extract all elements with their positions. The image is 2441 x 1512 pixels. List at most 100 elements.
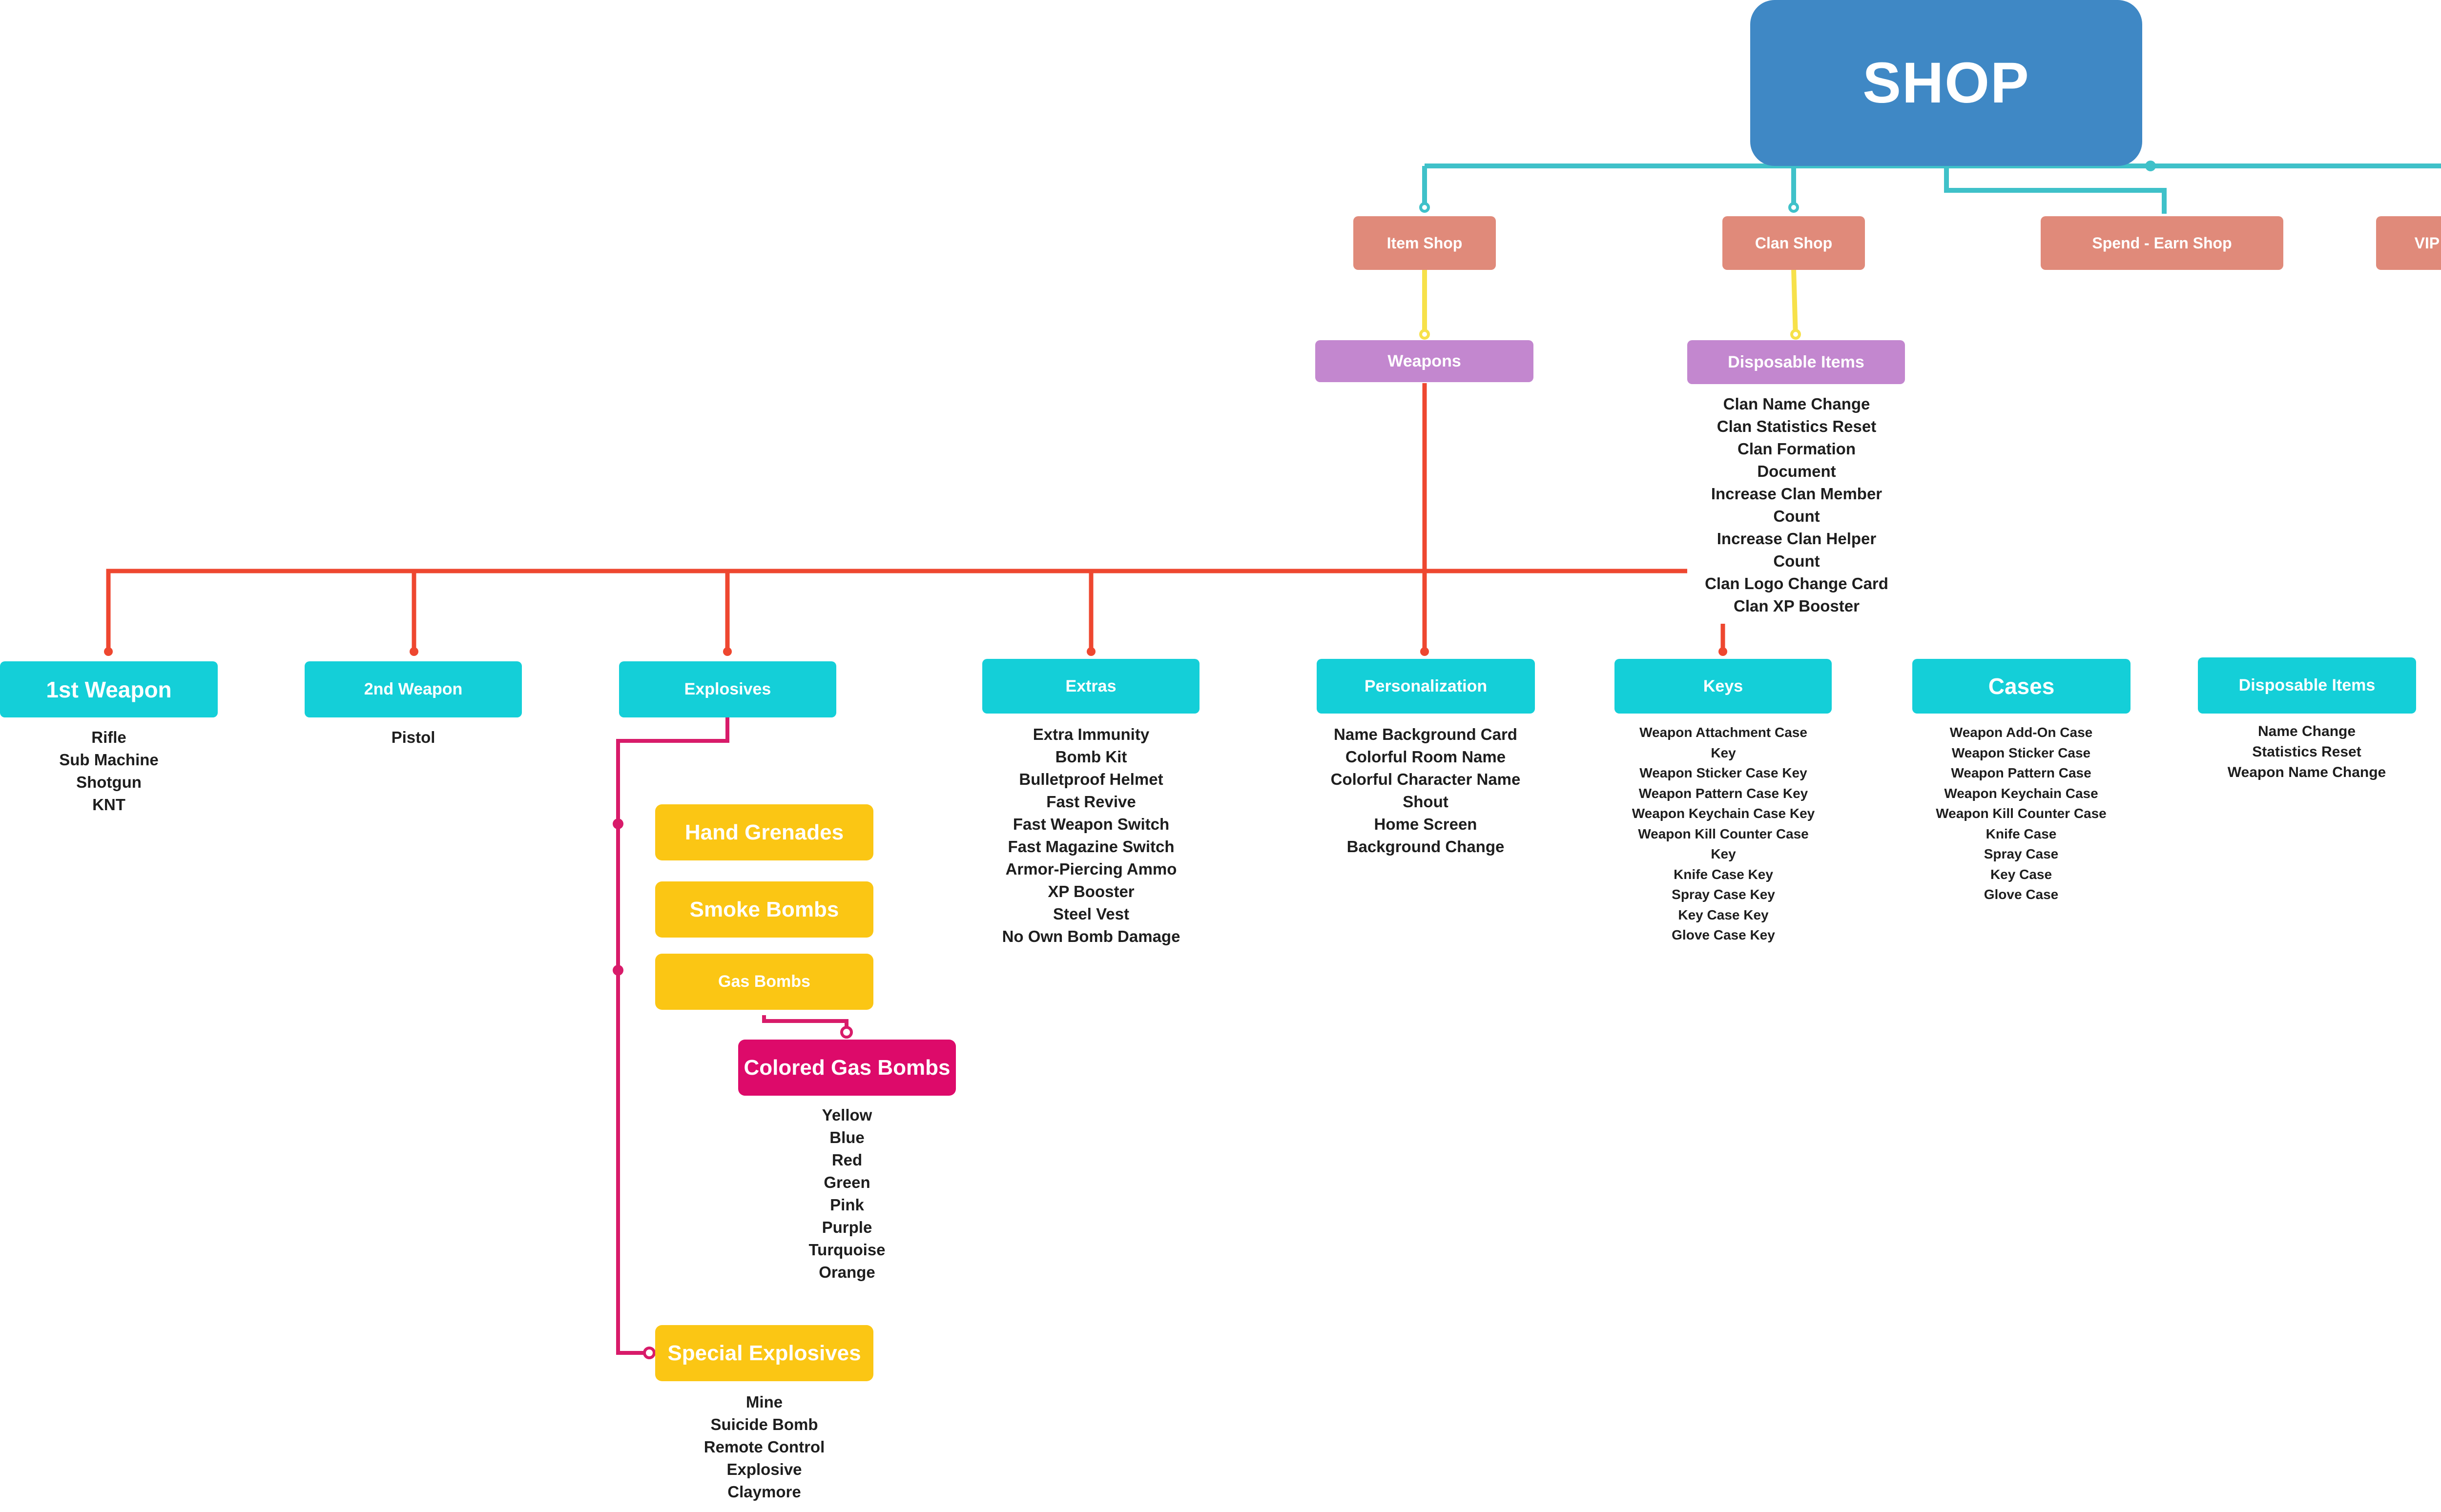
clan-shop-node[interactable]: Clan Shop	[1722, 216, 1865, 270]
first-weapon-list: Rifle Sub Machine Shotgun KNT	[0, 726, 218, 816]
yellow-connector-dots	[1419, 329, 1801, 340]
clan-disposable-items-node[interactable]: Disposable Items	[1687, 340, 1905, 384]
list-item: Weapon Attachment Case	[1639, 725, 1807, 740]
list-item: Suicide Bomb	[710, 1415, 818, 1433]
keys-list: Weapon Attachment Case Key Weapon Sticke…	[1596, 722, 1850, 945]
list-item: Increase Clan Member	[1711, 485, 1882, 503]
special-explosives-list: Mine Suicide Bomb Remote Control Explosi…	[655, 1391, 873, 1503]
list-item: Statistics Reset	[2252, 744, 2361, 760]
list-item: Weapon Add-On Case	[1949, 725, 2093, 740]
red-connectors	[106, 383, 1725, 649]
list-item: No Own Bomb Damage	[1002, 927, 1180, 945]
list-item: Weapon Pattern Case	[1951, 765, 2091, 780]
second-weapon-node[interactable]: 2nd Weapon	[305, 661, 522, 717]
list-item: Background Change	[1346, 838, 1505, 856]
list-item: Shotgun	[76, 773, 142, 791]
disposable-items-node[interactable]: Disposable Items	[2198, 657, 2416, 714]
cases-list: Weapon Add-On Case Weapon Sticker Case W…	[1894, 722, 2148, 905]
list-item: Bomb Kit	[1055, 748, 1127, 766]
list-item: Green	[824, 1173, 870, 1191]
list-item: Mine	[745, 1393, 783, 1411]
list-item: Pistol	[391, 728, 435, 746]
gas-bombs-node[interactable]: Gas Bombs	[655, 954, 873, 1010]
list-item: Weapon Keychain Case Key	[1632, 806, 1815, 821]
list-item: Key	[1711, 745, 1736, 760]
weapons-node[interactable]: Weapons	[1315, 340, 1533, 382]
list-item: Red	[831, 1151, 863, 1169]
second-weapon-list: Pistol	[305, 726, 522, 749]
list-item: Clan Statistics Reset	[1717, 417, 1877, 435]
list-item: Turquoise	[808, 1241, 886, 1259]
list-item: Colorful Room Name	[1345, 748, 1506, 766]
list-item: Weapon Keychain Case	[1944, 785, 2098, 801]
teal-connectors	[1422, 163, 2441, 214]
personalization-node[interactable]: Personalization	[1317, 659, 1535, 714]
clan-disposable-items-list: Clan Name Change Clan Statistics Reset C…	[1679, 393, 1914, 617]
list-item: Count	[1773, 507, 1820, 525]
list-item: Yellow	[822, 1106, 872, 1124]
list-item: Increase Clan Helper	[1717, 530, 1877, 548]
list-item: Key	[1711, 846, 1736, 861]
shop-root-node[interactable]: SHOP	[1750, 0, 2142, 166]
extras-list: Extra Immunity Bomb Kit Bulletproof Helm…	[967, 723, 1216, 948]
list-item: Glove Case Key	[1672, 927, 1775, 942]
list-item: Sub Machine	[59, 751, 159, 769]
list-item: Glove Case	[1984, 887, 2059, 902]
yellow-connectors	[1422, 268, 1798, 338]
magenta-connector-dots	[613, 818, 853, 1359]
list-item: Weapon Pattern Case Key	[1638, 785, 1808, 801]
explosives-node[interactable]: Explosives	[619, 661, 836, 717]
list-item: Name Background Card	[1334, 725, 1517, 743]
extras-node[interactable]: Extras	[982, 659, 1200, 714]
list-item: Clan Logo Change Card	[1705, 574, 1888, 593]
list-item: Extra Immunity	[1033, 725, 1150, 743]
cases-node[interactable]: Cases	[1912, 659, 2131, 714]
personalization-list: Name Background Card Colorful Room Name …	[1299, 723, 1552, 858]
vip-shop-node[interactable]: VIP Shop	[2376, 216, 2441, 270]
list-item: Purple	[822, 1218, 872, 1236]
list-item: Shout	[1403, 793, 1448, 811]
list-item: Home Screen	[1374, 815, 1477, 833]
list-item: Key Case Key	[1678, 907, 1769, 922]
list-item: Weapon Sticker Case Key	[1639, 765, 1807, 780]
list-item: XP Booster	[1048, 882, 1135, 900]
smoke-bombs-node[interactable]: Smoke Bombs	[655, 881, 873, 938]
list-item: Orange	[819, 1263, 875, 1281]
list-item: Weapon Name Change	[2227, 764, 2386, 780]
red-connector-dots	[104, 647, 1727, 656]
keys-node[interactable]: Keys	[1614, 659, 1832, 714]
list-item: Name Change	[2257, 723, 2356, 739]
list-item: Weapon Sticker Case	[1951, 745, 2091, 760]
list-item: Remote Control	[703, 1438, 825, 1456]
list-item: Fast Weapon Switch	[1013, 815, 1170, 833]
list-item: Clan Name Change	[1723, 395, 1870, 413]
list-item: Rifle	[91, 728, 126, 746]
list-item: Fast Magazine Switch	[1008, 838, 1175, 856]
list-item: Explosive	[726, 1460, 802, 1478]
list-item: Fast Revive	[1046, 793, 1136, 811]
teal-connector-dots	[1419, 161, 2156, 213]
list-item: Armor-Piercing Ammo	[1005, 860, 1177, 878]
colored-gas-bombs-node[interactable]: Colored Gas Bombs	[738, 1040, 956, 1096]
disposable-items-list: Name Change Statistics Reset Weapon Name…	[2182, 721, 2431, 783]
first-weapon-node[interactable]: 1st Weapon	[0, 661, 218, 717]
list-item: Spray Case Key	[1672, 887, 1775, 902]
spend-earn-shop-node[interactable]: Spend - Earn Shop	[2041, 216, 2283, 270]
list-item: Weapon Kill Counter Case	[1936, 806, 2107, 821]
hand-grenades-node[interactable]: Hand Grenades	[655, 804, 873, 860]
list-item: Blue	[829, 1128, 865, 1146]
list-item: KNT	[92, 796, 125, 814]
list-item: Weapon Kill Counter Case	[1638, 826, 1809, 841]
list-item: Knife Case Key	[1674, 866, 1773, 882]
special-explosives-node[interactable]: Special Explosives	[655, 1325, 873, 1381]
list-item: Clan XP Booster	[1734, 597, 1860, 615]
list-item: Spray Case	[1984, 846, 2059, 861]
list-item: Bulletproof Helmet	[1019, 770, 1163, 788]
list-item: Key Case	[1990, 866, 2052, 882]
list-item: Count	[1773, 552, 1820, 570]
item-shop-node[interactable]: Item Shop	[1353, 216, 1496, 270]
colored-gas-bombs-list: Yellow Blue Red Green Pink Purple Turquo…	[738, 1104, 956, 1284]
list-item: Colorful Character Name	[1330, 770, 1521, 788]
list-item: Knife Case	[1986, 826, 2057, 841]
